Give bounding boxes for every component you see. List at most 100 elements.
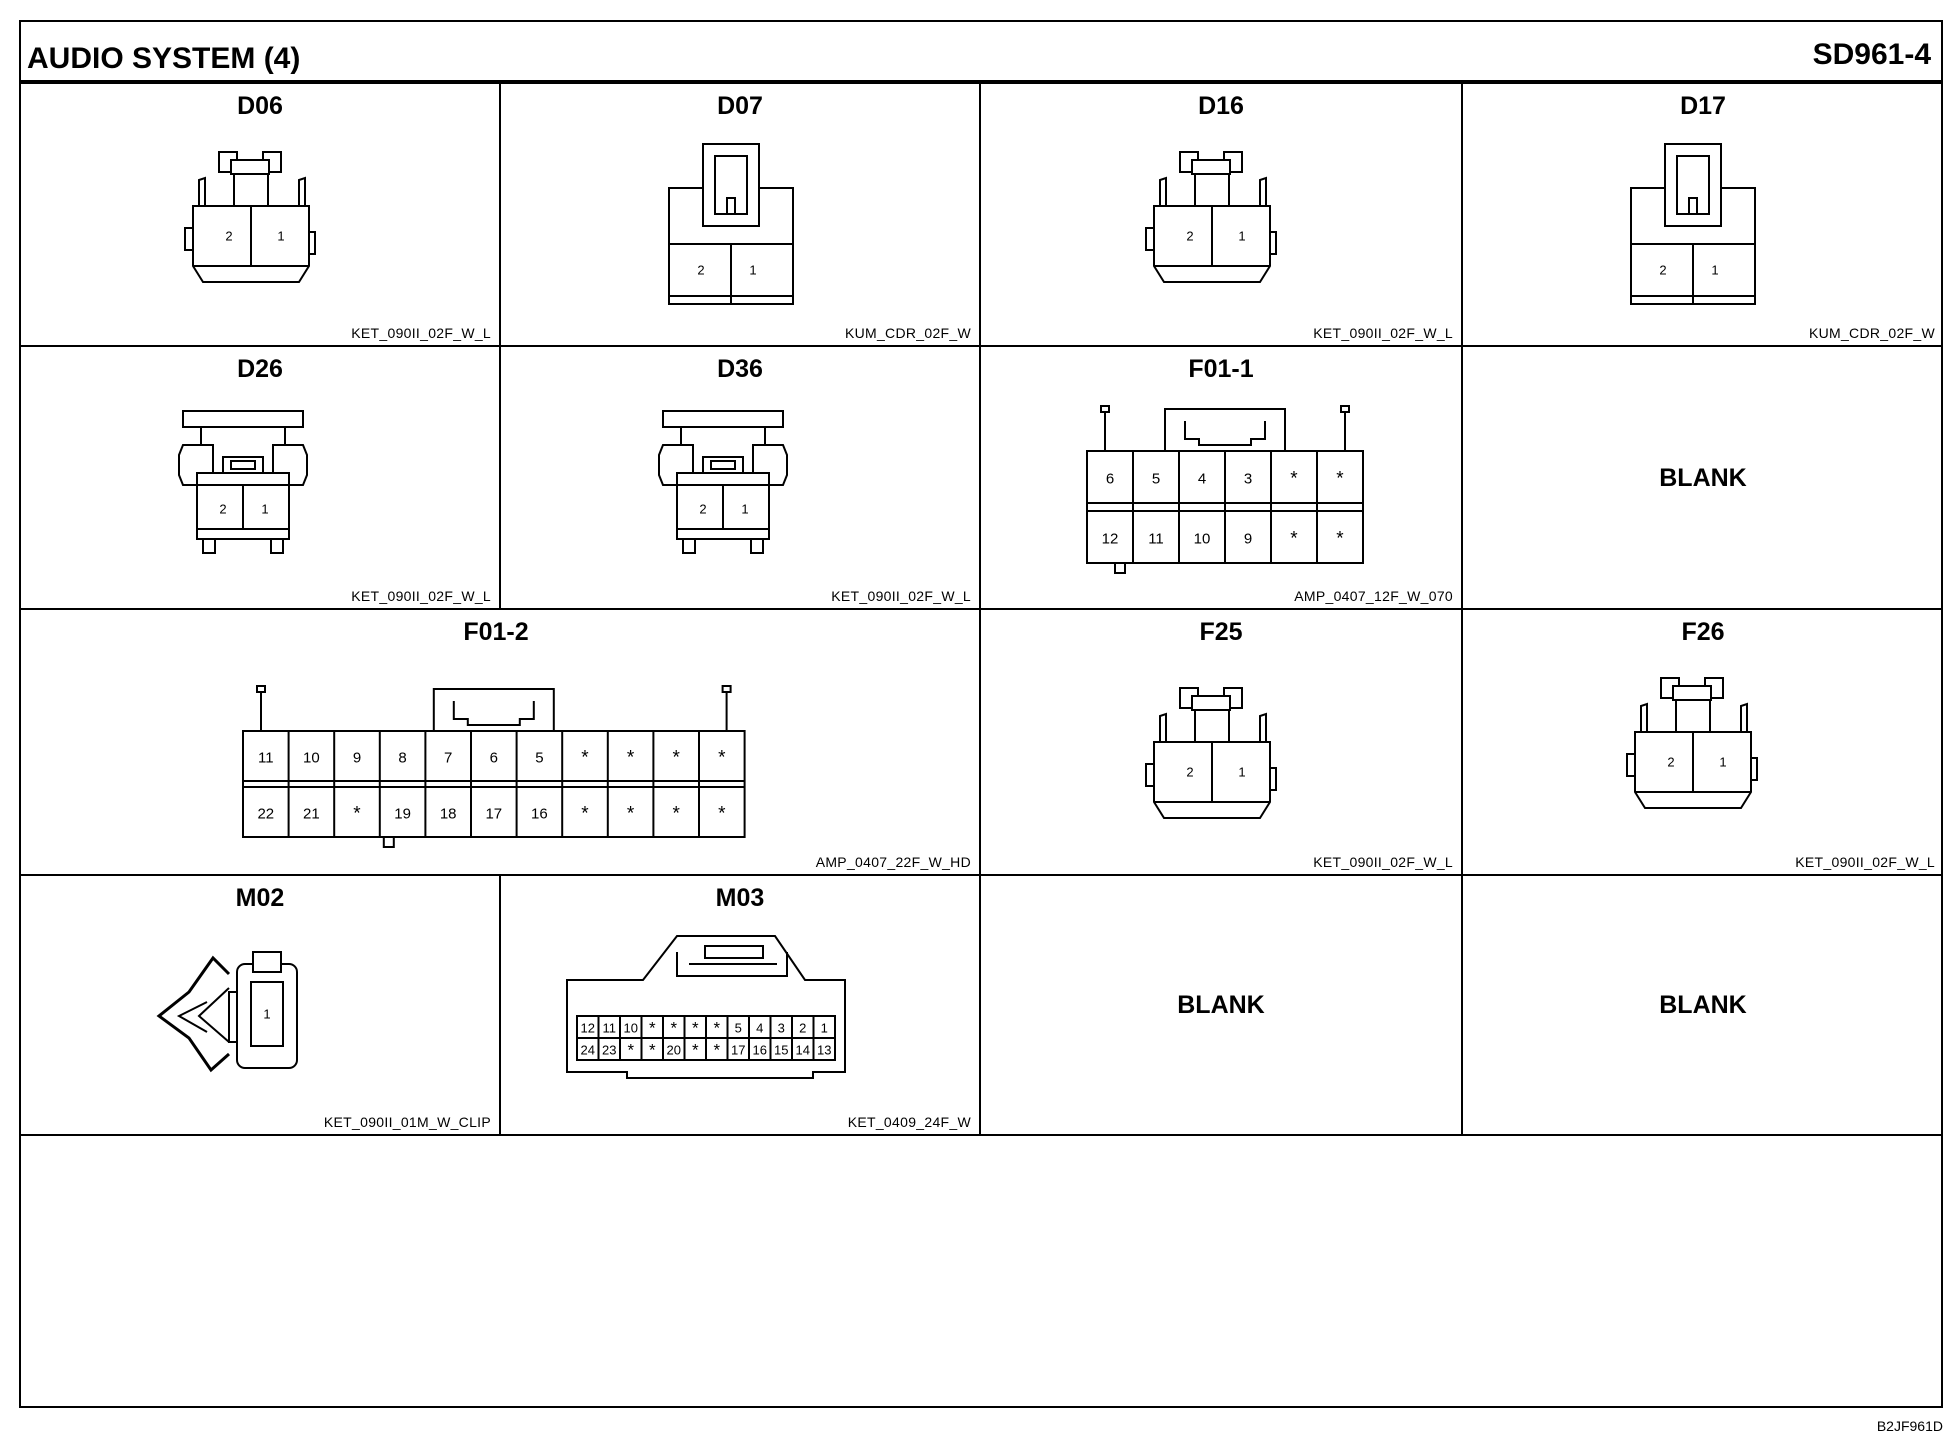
sheet-code: SD961-4 <box>1812 38 1931 71</box>
empty-area <box>21 1136 1941 1408</box>
pin-label: * <box>692 1041 699 1060</box>
pin-label: * <box>672 748 680 769</box>
connector-part-number: AMP_0407_12F_W_070 <box>1294 588 1453 604</box>
pin-label: 9 <box>1244 531 1252 548</box>
connector-name: M02 <box>235 884 285 912</box>
outline-shape <box>759 187 794 245</box>
pin-label: 3 <box>1244 471 1252 488</box>
foot <box>750 538 764 554</box>
connector-part-number: KET_0409_24F_W <box>847 1114 971 1130</box>
guide-post-cap <box>1100 405 1110 413</box>
connector-part-number: KET_090II_02F_W_L <box>1795 854 1935 870</box>
pin-label: 1 <box>1711 263 1718 278</box>
latch-beam <box>196 472 290 486</box>
connector-part-number: KET_090II_02F_W_L <box>1313 854 1453 870</box>
connector-name: M03 <box>715 884 765 912</box>
connector-part-number: KET_090II_02F_W_L <box>831 588 971 604</box>
pin-label: 7 <box>444 750 452 767</box>
latch-stem <box>1675 699 1711 733</box>
pin-label: * <box>627 748 635 769</box>
lock-window <box>702 456 744 474</box>
lock-window-inner <box>230 460 256 470</box>
outline-shape <box>1230 176 1267 208</box>
pin-label: 2 <box>1186 765 1193 780</box>
pin-cavity <box>250 981 284 1047</box>
drawing-code: B2JF961D <box>1876 1418 1943 1434</box>
pin-label: 2 <box>225 229 232 244</box>
blank-cell-1: BLANK <box>1463 347 1943 610</box>
foot <box>202 538 216 554</box>
latch-bar <box>182 410 304 428</box>
pin-label: 1 <box>749 263 756 278</box>
pin-label: 15 <box>774 1043 788 1058</box>
pin-label: 1 <box>263 1007 270 1022</box>
connector-name: D26 <box>237 355 283 383</box>
pin-label: 9 <box>353 750 361 767</box>
foot <box>682 538 696 554</box>
pin-label: 1 <box>277 229 284 244</box>
pin-label: 20 <box>667 1043 681 1058</box>
pin-label: 4 <box>756 1021 763 1036</box>
connector-name: F26 <box>1681 618 1725 646</box>
pin-label: 16 <box>753 1043 767 1058</box>
blank-label: BLANK <box>1659 991 1747 1019</box>
latch-bar <box>662 410 784 428</box>
outline-shape <box>198 176 233 208</box>
pin-label: * <box>649 1019 656 1038</box>
clip-stem <box>228 991 238 1043</box>
pin-label: * <box>353 804 361 825</box>
connector-part-number: KUM_CDR_02F_W <box>1808 325 1935 341</box>
foot <box>1114 562 1126 574</box>
outline-shape <box>1630 187 1665 245</box>
outline-shape <box>668 187 703 245</box>
outline-shape <box>1184 421 1266 446</box>
pin-label: 3 <box>778 1021 785 1036</box>
pin-label: * <box>718 804 726 825</box>
connector-name: D17 <box>1680 92 1726 120</box>
connector-diagram: 1 <box>156 951 298 1073</box>
connector-part-number: KUM_CDR_02F_W <box>844 325 971 341</box>
connector-cell-f25: F25 2 1 KET_090II_02F_W_L <box>981 610 1463 876</box>
blank-cell-3: BLANK <box>1463 876 1943 1136</box>
pin-label: 22 <box>257 806 274 823</box>
pin-label: 24 <box>581 1043 595 1058</box>
pin-label: 1 <box>1238 765 1245 780</box>
pin-label: 18 <box>440 806 457 823</box>
lock-tip <box>726 197 736 215</box>
connector-part-number: KET_090II_02F_W_L <box>351 325 491 341</box>
connector-name: F01-1 <box>1188 355 1254 383</box>
outline-shape <box>1640 702 1675 734</box>
pin-label: * <box>627 804 635 825</box>
outline-shape <box>1159 712 1194 744</box>
pin-label: 23 <box>602 1043 616 1058</box>
pin-label: 19 <box>394 806 411 823</box>
pin-label: 11 <box>258 750 274 767</box>
foot <box>270 538 284 554</box>
blank-label: BLANK <box>1659 463 1747 492</box>
pin-label: 2 <box>1186 229 1193 244</box>
pin-label: 1 <box>261 502 268 517</box>
blank-cell-2: BLANK <box>981 876 1463 1136</box>
lock-window-inner <box>710 460 736 470</box>
connector-name: F25 <box>1199 618 1243 646</box>
connector-part-number: AMP_0407_22F_W_HD <box>815 854 971 870</box>
outline-shape <box>1230 712 1267 744</box>
connector-name: F01-2 <box>463 618 529 646</box>
pin-label: 11 <box>1148 531 1164 548</box>
pin-label: 2 <box>697 263 704 278</box>
pin-label: 13 <box>817 1043 831 1058</box>
pin-label: * <box>718 748 726 769</box>
lock-tab <box>252 951 282 973</box>
